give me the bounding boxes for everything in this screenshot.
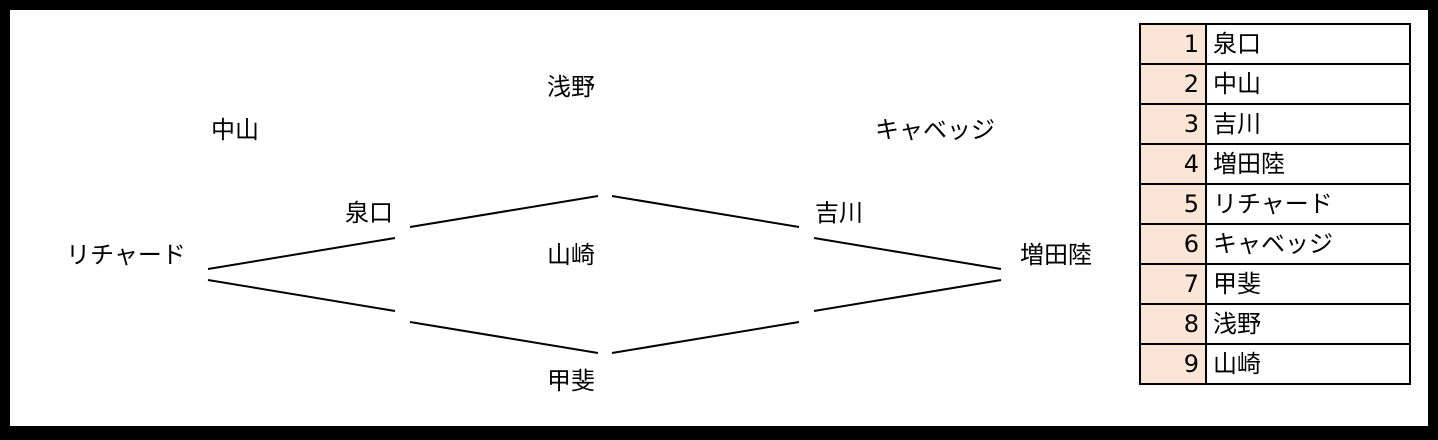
label-center: 山崎: [547, 241, 595, 269]
legend-name: キャベッジ: [1205, 223, 1411, 265]
connector-line: [207, 237, 396, 270]
connector-line: [611, 321, 800, 354]
bracket-diagram: 中山 浅野 キャベッジ 泉口 吉川 リチャード 山崎 増田陸 甲斐: [66, 73, 1092, 395]
connector-line: [611, 195, 800, 228]
legend-name: 吉川: [1205, 103, 1411, 145]
legend-name: 甲斐: [1205, 263, 1411, 305]
label-right-end: 増田陸: [1020, 241, 1092, 269]
label-top-outer-left: 中山: [211, 116, 259, 144]
legend-number: 5: [1139, 183, 1207, 225]
legend-number: 3: [1139, 103, 1207, 145]
legend-number: 9: [1139, 343, 1207, 385]
legend-name: リチャード: [1205, 183, 1411, 225]
connector-line: [409, 195, 599, 228]
legend-number: 2: [1139, 63, 1207, 105]
legend-number: 4: [1139, 143, 1207, 185]
legend-name: 増田陸: [1205, 143, 1411, 185]
connector-line: [813, 279, 1002, 312]
legend-name: 浅野: [1205, 303, 1411, 345]
label-upper-left: 泉口: [345, 199, 393, 227]
legend-number: 7: [1139, 263, 1207, 305]
connector-line: [207, 279, 396, 312]
label-bottom-center: 甲斐: [547, 367, 595, 395]
legend-name: 泉口: [1205, 23, 1411, 65]
label-upper-right: 吉川: [815, 199, 863, 227]
legend-name: 中山: [1205, 63, 1411, 105]
label-left-end: リチャード: [66, 241, 186, 269]
legend-number: 1: [1139, 23, 1207, 65]
legend-number: 8: [1139, 303, 1207, 345]
legend-name: 山崎: [1205, 343, 1411, 385]
connector-line: [409, 321, 599, 354]
label-top-center: 浅野: [547, 73, 595, 101]
connector-line: [813, 237, 1002, 270]
legend-number: 6: [1139, 223, 1207, 265]
label-top-outer-right: キャベッジ: [875, 116, 995, 144]
